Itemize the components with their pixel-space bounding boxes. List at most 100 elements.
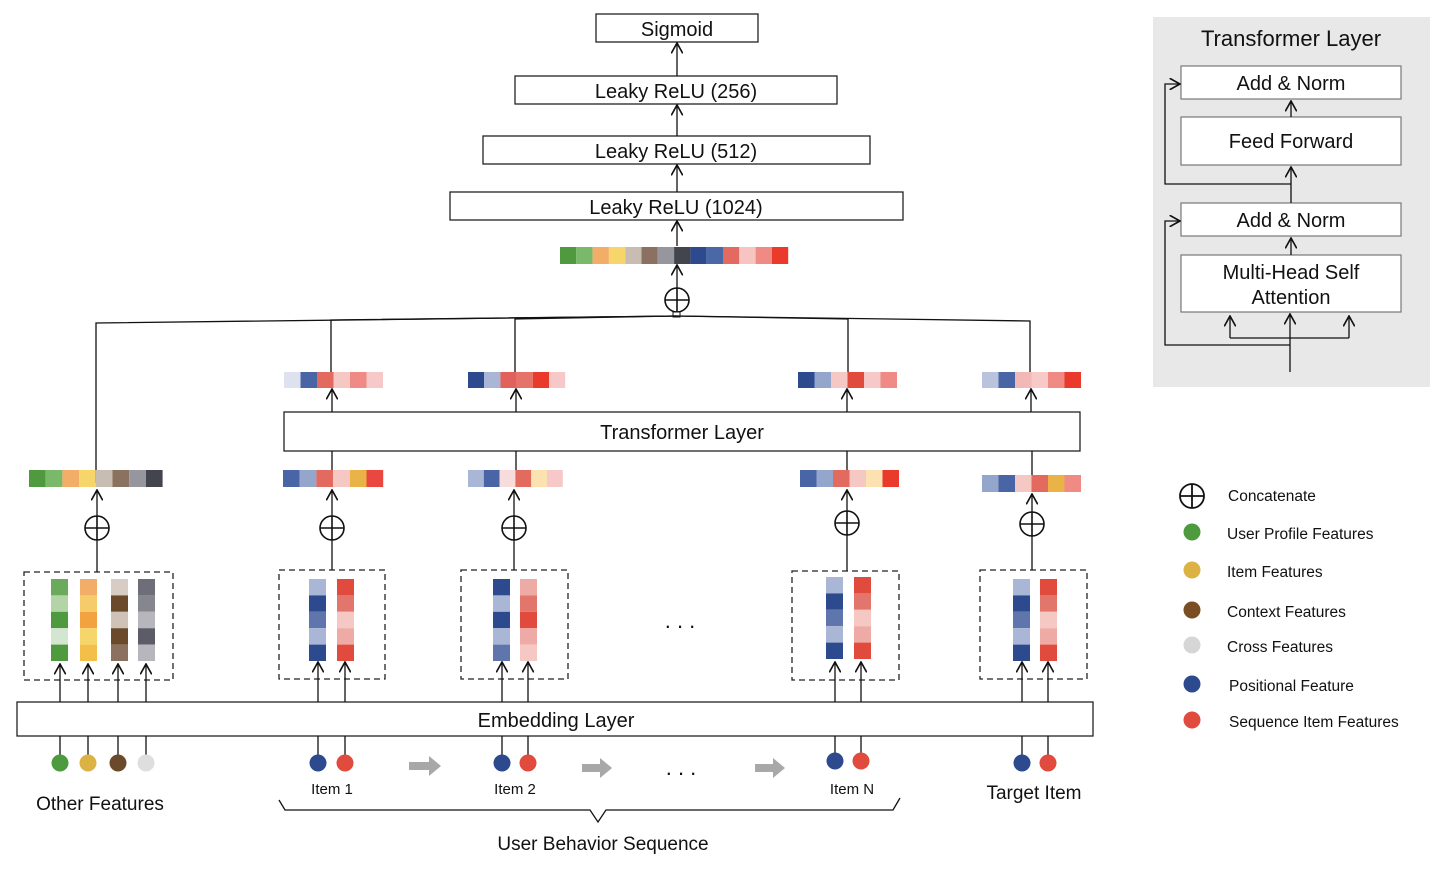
concatenate-icon [319,490,345,570]
vector-cell [531,470,547,487]
embedding-cell [80,611,97,629]
itemN-group [791,570,900,681]
concatenate-icon [1019,494,1045,570]
vector-cell [283,470,300,487]
embedding-cell [854,626,871,643]
embedding-cell [493,628,510,645]
legend-dot-icon [1183,601,1201,619]
final-concat-vector [560,247,789,264]
vector-cell [45,470,63,487]
transformer-output-item1 [284,372,383,388]
item2-group [460,569,569,680]
vector-cell [674,247,691,264]
feature-dot [336,754,354,772]
embedding-cell [493,579,510,596]
legend-label: Context Features [1227,604,1346,621]
other-features-label: Other Features [36,794,164,815]
sequence-arrows [409,756,785,778]
embedding-cell [51,644,68,661]
embedding-cell [51,579,68,596]
transformer-input-item1 [283,470,384,487]
inset-add-norm-bottom [1180,202,1402,237]
vector-cell [576,247,593,264]
embedding-arrows [60,662,1048,702]
feature-dot [519,754,537,772]
feature-dot [493,754,511,772]
transformer-input-lines [331,451,1033,475]
concat-connector-lines [95,315,1031,483]
concatenate-icon [664,287,690,318]
vector-cell [771,247,789,264]
inset-add-norm-bottom-label: Add & Norm [1237,210,1346,232]
vector-cell [723,247,740,264]
embedding-cell [80,579,97,596]
transformer-output-item2 [468,372,566,388]
embedding-cell [80,644,97,661]
vector-cell [79,470,96,487]
inset-feed-forward-label: Feed Forward [1229,131,1354,153]
embedding-cell [854,642,871,659]
vector-cell [350,372,367,388]
vector-cell [608,247,626,264]
embedding-cell [138,628,155,645]
feature-dot [109,754,127,772]
vector-cell [499,470,516,487]
user-behavior-brace [278,797,901,824]
transformer-output-arrows [332,389,1031,412]
embedding-cell [111,595,128,612]
vector-cell [284,372,301,388]
embedding-cell [138,579,155,596]
embedding-cell [309,644,326,661]
legend-item: Item Features [1183,561,1323,581]
vector-cell [549,372,566,388]
embedding-cell [520,628,537,645]
vector-cell [349,470,367,487]
vector-cell [1031,475,1048,492]
embedding-cell [826,593,843,610]
vector-cell [516,372,533,388]
vector-cell [560,247,577,264]
embedding-cell [1040,628,1057,645]
legend-dot-icon [1183,561,1201,579]
sequence-arrow-icon [409,756,441,776]
vector-cell [847,372,864,388]
embedding-groups [23,569,1088,681]
embedding-cell [826,609,843,627]
legend-item: Sequence Item Features [1183,711,1399,731]
input-feature-dots [51,736,1057,772]
embedding-cell [826,626,843,643]
legend-dot-icon [1183,523,1201,541]
embedding-cell [80,628,97,645]
legend-item: Concatenate [1179,483,1316,509]
vector-cell [484,372,501,388]
legend-item: User Profile Features [1183,523,1374,543]
concatenate-icon [84,490,110,572]
concatenate-icon [834,490,860,571]
inset-mhsa-label-2: Attention [1252,287,1331,309]
embedding-cell [51,628,68,645]
legend-item: Context Features [1183,601,1346,621]
vector-cell [625,247,642,264]
other-features-concat-vector [29,470,163,487]
feature-dot [1039,754,1057,772]
vector-cell [1031,372,1048,388]
item1-label: Item 1 [311,781,353,798]
sequence-arrow-icon [582,758,612,778]
embedding-cell [1040,611,1057,629]
feature-dot [1013,754,1031,772]
embedding-cell [111,611,128,629]
vector-cell [515,470,532,487]
vector-cell [316,470,334,487]
vector-cell [641,247,658,264]
vector-cell [333,470,350,487]
embedding-cell [1013,644,1030,661]
embedding-cell [51,611,68,629]
embedding-cell [1013,611,1030,629]
sequence-ellipsis: . . . [666,755,697,780]
feature-dot [79,754,97,772]
legend-dot-icon [1183,636,1201,654]
vector-cell [706,247,723,264]
embedding-cell [1013,579,1030,596]
vector-cell [468,372,485,388]
